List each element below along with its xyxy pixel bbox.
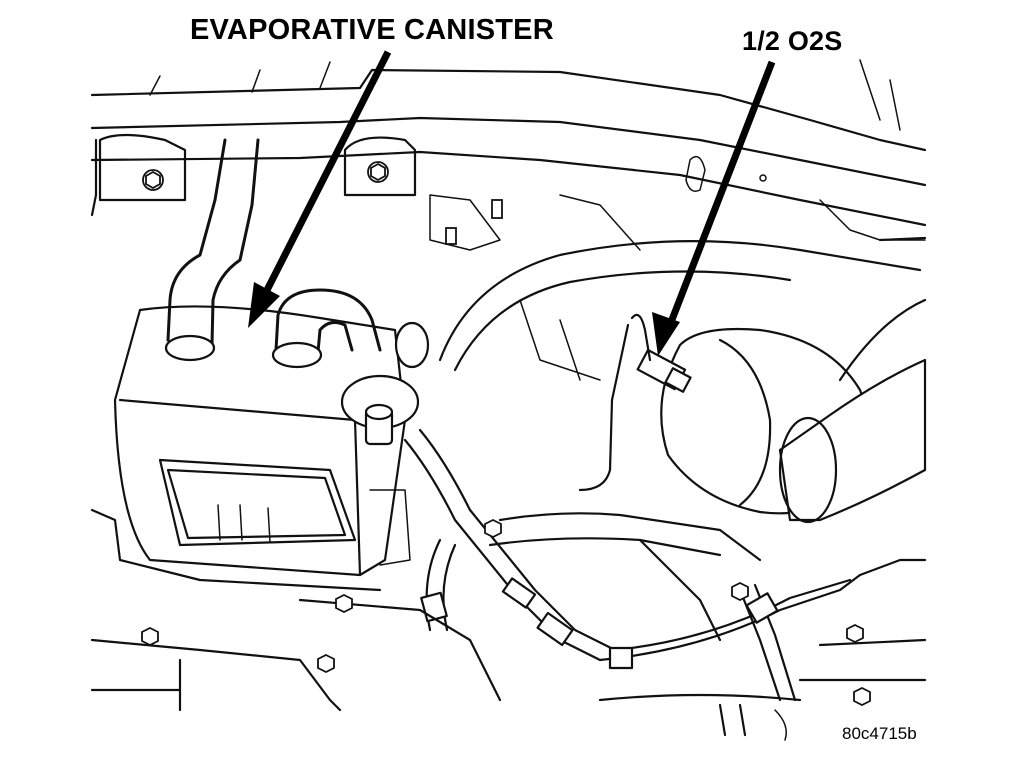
lower-frame (90, 508, 927, 741)
upper-bolts (142, 161, 503, 245)
figure-id-label: 80c4715b (842, 724, 917, 743)
lower-bolts (141, 518, 871, 707)
evaporative-canister (113, 305, 411, 577)
canister-hoses (164, 138, 382, 369)
frame-crossmember (90, 59, 927, 251)
evaporative-canister-label: EVAPORATIVE CANISTER (190, 14, 554, 46)
o2s-label: 1/2 O2S (742, 26, 843, 56)
purge-valve (340, 321, 430, 446)
exhaust-heat-shield (438, 240, 922, 381)
catalytic-converter (660, 298, 927, 524)
o2-sensor (578, 313, 692, 492)
fuel-vapor-lines (403, 428, 862, 702)
o2s-callout-arrow (652, 60, 776, 356)
canister-callout-arrow (248, 50, 392, 328)
